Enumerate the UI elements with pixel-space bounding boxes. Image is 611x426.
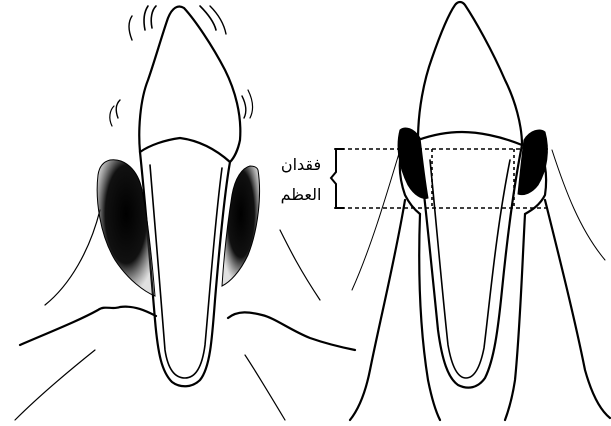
- bone-loss-bracket: [331, 149, 344, 208]
- left-pocket-deposit: [97, 160, 155, 296]
- bone-loss-label: فقدان العظم: [271, 150, 331, 210]
- left-tooth-root: [140, 152, 230, 386]
- bone-loss-measure: [331, 149, 550, 208]
- bone-loss-label-line2: العظم: [271, 180, 331, 210]
- right-tooth-illustration: [350, 2, 610, 420]
- left-bone-outline: [20, 307, 156, 345]
- left-tooth-illustration: [15, 6, 355, 420]
- bone-loss-label-line1: فقدان: [271, 150, 331, 180]
- right-tooth-crown: [418, 2, 522, 145]
